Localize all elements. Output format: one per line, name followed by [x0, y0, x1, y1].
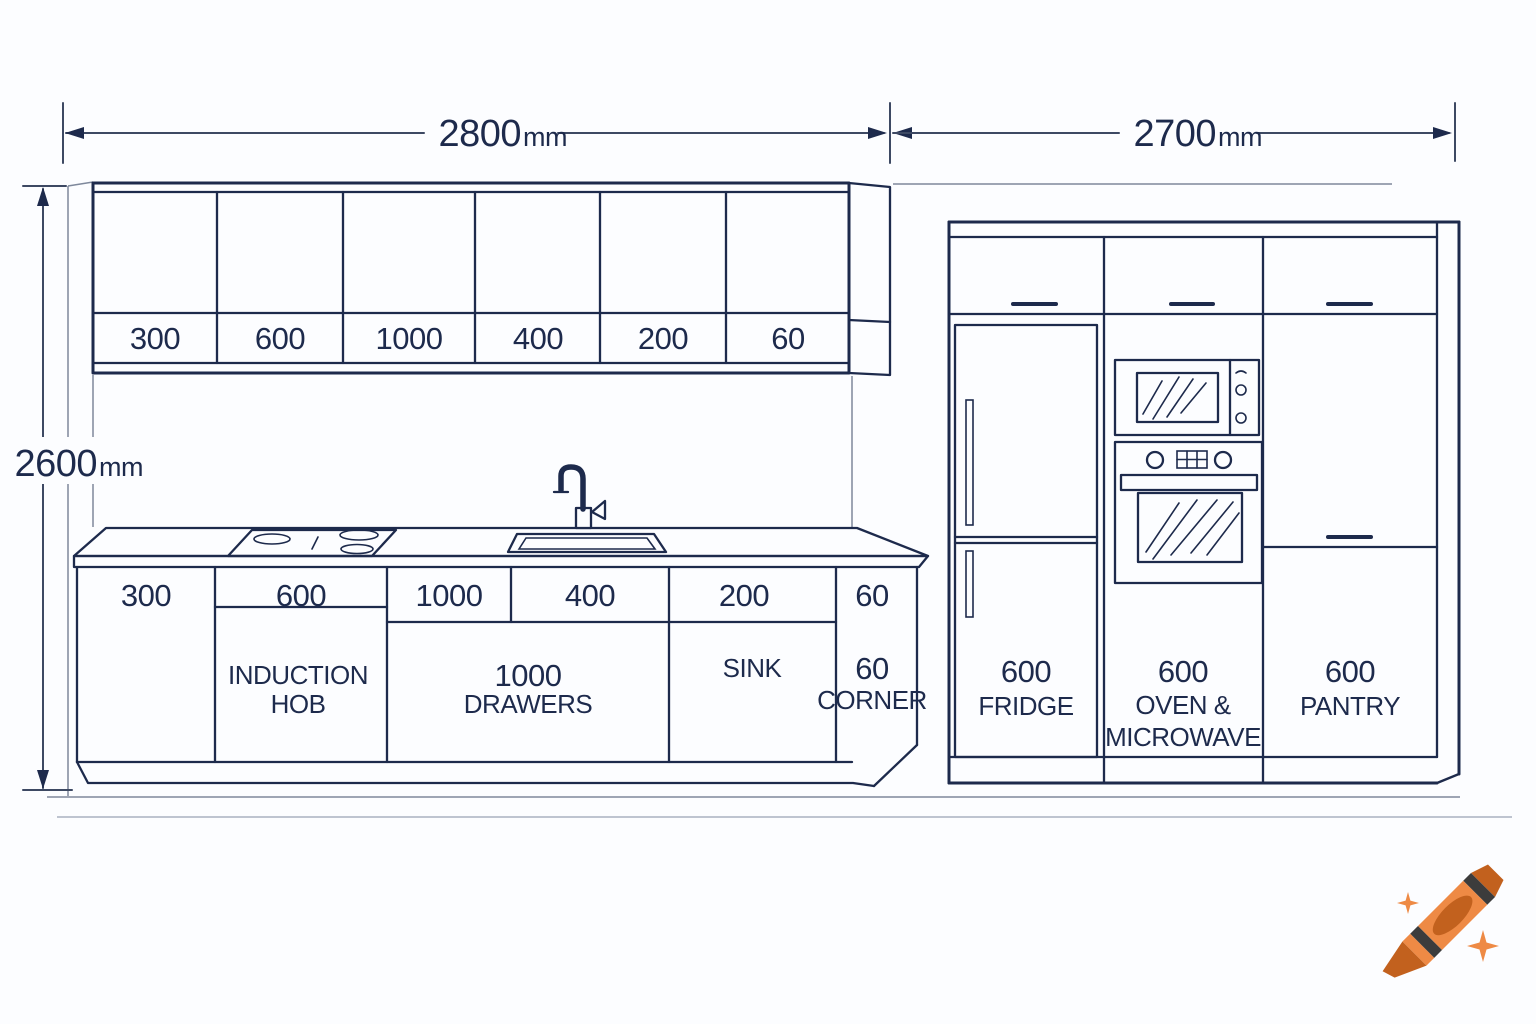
sink-drawing	[506, 532, 668, 554]
dimension-right-width-unit: mm	[1218, 122, 1262, 152]
faucet-lever	[590, 499, 607, 521]
microwave-drawing	[1113, 358, 1261, 437]
sink-unit-label: SINK	[723, 653, 783, 683]
microwave-knob	[1235, 412, 1247, 424]
hob-burner	[339, 529, 379, 541]
hob-burner	[253, 533, 291, 545]
pantry-size-label: 600	[1325, 654, 1375, 689]
oven-glass-door	[1136, 491, 1244, 564]
faucet-drawing	[552, 464, 607, 530]
sparkle-icon	[1397, 892, 1419, 914]
arrowhead-up-icon	[37, 187, 49, 206]
oven-name-label: OVEN &	[1135, 690, 1230, 720]
base-unit-labels: INDUCTION HOB 1000 DRAWERS SINK 60 CORNE…	[228, 651, 927, 719]
oven-handle-bar	[1119, 473, 1259, 492]
arrowhead-right-icon	[1433, 127, 1452, 139]
drawers-unit-label: 1000	[495, 658, 562, 693]
dimension-left-width-unit: mm	[523, 122, 567, 152]
hob-unit-label: INDUCTION	[228, 660, 368, 690]
wall-size-label: 600	[255, 321, 305, 356]
base-cabinet-run: 300 600 1000 400 200 60 INDUCTION HOB 10…	[75, 565, 927, 788]
fridge-freezer-drawing	[953, 323, 1099, 759]
tall-unit-labels: 600 FRIDGE 600 OVEN & MICROWAVE 600 PANT…	[978, 654, 1400, 752]
base-size-label: 400	[565, 578, 615, 613]
base-size-label: 600	[276, 578, 326, 613]
hob-burner	[340, 543, 374, 555]
tall-unit-run: 600 FRIDGE 600 OVEN & MICROWAVE 600 PANT…	[947, 220, 1461, 785]
fridge-size-label: 600	[1001, 654, 1051, 689]
dimension-height-unit: mm	[99, 452, 143, 482]
fridge-handle	[965, 399, 974, 526]
fridge-name-label: FRIDGE	[978, 691, 1073, 721]
wall-size-label: 60	[771, 321, 805, 356]
pantry-name-label: PANTRY	[1300, 691, 1400, 721]
wall-size-label: 1000	[376, 321, 443, 356]
arrowhead-down-icon	[37, 770, 49, 789]
base-size-label: 1000	[416, 578, 483, 613]
arrowhead-right-icon	[868, 127, 887, 139]
dimension-height: 2600 mm	[5, 185, 143, 791]
base-size-label: 300	[121, 578, 171, 613]
microwave-window-hatching	[1142, 376, 1207, 420]
oven-knob	[1145, 450, 1165, 470]
dimension-height-value: 2600	[14, 443, 97, 485]
induction-hob-drawing	[226, 528, 398, 558]
sparkle-icon	[1467, 930, 1499, 962]
microwave-window	[1135, 371, 1220, 424]
base-cabinet-size-labels: 300 600 1000 400 200 60	[121, 578, 890, 613]
corner-unit-label: 60	[855, 651, 889, 686]
freezer-handle	[965, 550, 974, 618]
wall-size-label: 400	[513, 321, 563, 356]
base-size-label: 60	[855, 578, 889, 613]
base-plinth	[75, 760, 876, 788]
crayon-watermark-icon	[1382, 864, 1504, 978]
drawers-unit-label: DRAWERS	[464, 689, 593, 719]
dimension-right-width: 2700 mm	[892, 102, 1456, 162]
microwave-knob	[1235, 384, 1247, 396]
wall-cabinet-run: 300 600 1000 400 200 60	[91, 181, 892, 377]
oven-glass-hatching	[1145, 499, 1240, 560]
countertop	[72, 526, 930, 569]
dimension-left-width-value: 2800	[438, 113, 521, 155]
wall-size-label: 200	[638, 321, 688, 356]
oven-name-label: MICROWAVE	[1105, 722, 1261, 752]
hob-unit-label: HOB	[271, 689, 326, 719]
oven-button-grid	[1176, 450, 1208, 469]
wall-size-label: 300	[130, 321, 180, 356]
floor-lines	[47, 796, 1512, 818]
oven-size-label: 600	[1158, 654, 1208, 689]
arrowhead-left-icon	[65, 127, 84, 139]
oven-drawing	[1113, 440, 1264, 585]
dimension-left-width: 2800 mm	[62, 102, 891, 164]
dimension-right-width-value: 2700	[1133, 113, 1216, 155]
wall-cabinet-size-labels: 300 600 1000 400 200 60	[130, 321, 806, 356]
wall-cabinet-end-panel	[847, 181, 892, 377]
oven-knob	[1213, 450, 1233, 470]
base-size-label: 200	[719, 578, 769, 613]
corner-unit-label: CORNER	[817, 685, 927, 715]
